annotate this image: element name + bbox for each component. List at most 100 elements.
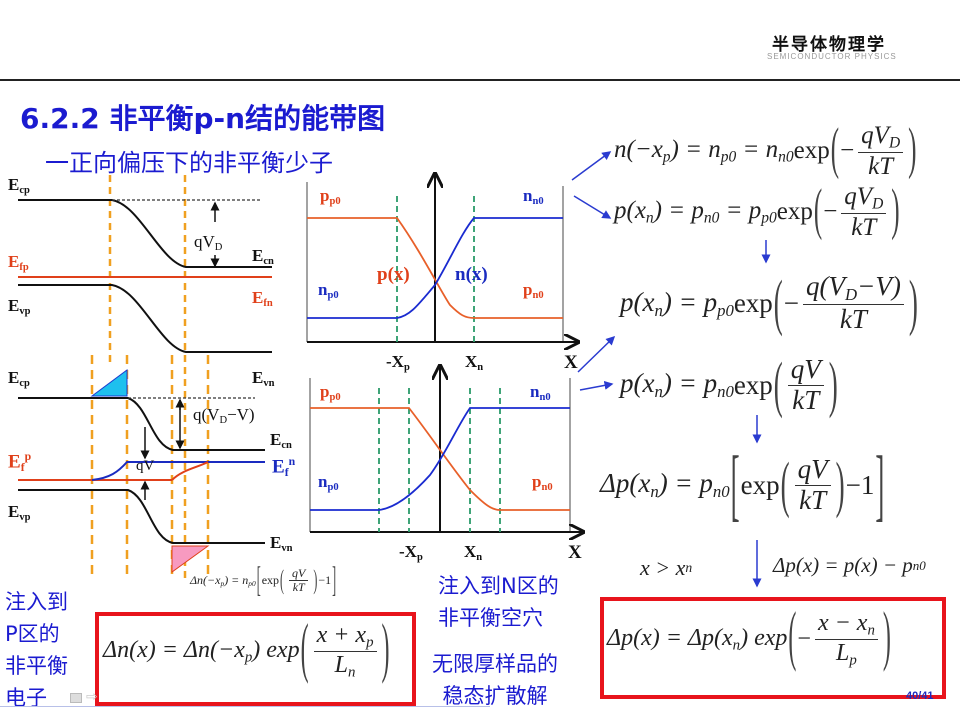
label-pn0: pn0 bbox=[523, 280, 544, 302]
connector-arrows bbox=[571, 151, 771, 588]
eq-lhs: Δn(−xp) = np0 bbox=[190, 573, 256, 589]
electron-concentration-curve bbox=[310, 407, 570, 511]
label-nx: n(x) bbox=[455, 264, 488, 285]
slide-subtitle: 一正向偏压下的非平衡少子 bbox=[45, 149, 333, 177]
arrow-icon bbox=[577, 335, 616, 373]
label-efn-forward: Efn bbox=[272, 455, 296, 479]
valence-band bbox=[18, 284, 272, 353]
electron-concentration-curve bbox=[307, 217, 563, 319]
label-evp: Evp bbox=[8, 296, 31, 318]
forward-bias-band-diagram bbox=[18, 355, 265, 580]
hole-quasi-fermi-curve bbox=[171, 461, 209, 481]
label-ecp-forward: Ecp bbox=[8, 368, 30, 390]
note-line: 电子 bbox=[5, 686, 47, 710]
eq-denominator: kT bbox=[851, 213, 877, 241]
note-line: 非平衡 bbox=[5, 654, 68, 678]
eq-sign: − bbox=[797, 625, 811, 652]
equation-hole-forward-bias: p(xn) = pp0 exp(−q(VD−V)kT) bbox=[620, 267, 918, 337]
note-solution: 无限厚样品的 稳态扩散解 bbox=[432, 648, 558, 712]
label-evp-forward: Evp bbox=[8, 502, 31, 524]
note-line: 稳态扩散解 bbox=[442, 684, 548, 708]
eq-lhs: Δn(x) = Δn(−xp) exp bbox=[103, 636, 300, 666]
page-number: 40/41 bbox=[906, 690, 934, 702]
eq-denominator: kT bbox=[792, 384, 820, 415]
label-efn: Efn bbox=[252, 288, 273, 310]
label-nn0: nn0 bbox=[530, 382, 551, 404]
note-electron: 注入到 P区的 非平衡 电子 bbox=[5, 586, 68, 714]
course-subtitle: SEMICONDUCTOR PHYSICS bbox=[767, 52, 897, 61]
tick-minus-xp: -Xp bbox=[386, 352, 410, 374]
label-evn-forward: Evn bbox=[270, 533, 293, 555]
eq-numerator: qV bbox=[289, 566, 309, 582]
slide-menu-icon[interactable] bbox=[70, 693, 82, 703]
hole-solution-box bbox=[600, 597, 946, 699]
tick-minus-xp: -Xp bbox=[399, 542, 423, 564]
tick-xn: Xn bbox=[465, 352, 484, 374]
eq-exp: exp bbox=[740, 469, 780, 500]
label-ecn-forward: Ecn bbox=[270, 430, 292, 452]
eq-exp: exp bbox=[261, 573, 280, 588]
label-pn0: pn0 bbox=[532, 472, 553, 494]
arrow-icon bbox=[573, 195, 612, 219]
arrow-icon bbox=[571, 151, 612, 181]
slide-title: 6.2.2 非平衡p-n结的能带图 bbox=[20, 102, 386, 135]
next-slide-arrow-icon[interactable]: ⇨ bbox=[86, 689, 98, 705]
eq-tail: −1 bbox=[318, 573, 332, 588]
eq-denominator: kT bbox=[868, 152, 894, 180]
conduction-band bbox=[18, 397, 265, 451]
injected-electron-triangle bbox=[90, 369, 128, 397]
electron-solution-box bbox=[95, 612, 416, 706]
equilibrium-carrier-plot bbox=[306, 174, 578, 342]
eq-tail: −1 bbox=[845, 469, 875, 500]
tick-xn: Xn bbox=[464, 542, 483, 564]
note-hole: 注入到N区的 非平衡空穴 bbox=[438, 570, 559, 634]
label-pp0: pp0 bbox=[320, 186, 341, 208]
label-efp: Efp bbox=[8, 252, 29, 274]
eq-numerator: qVD bbox=[858, 122, 904, 153]
label-np0: np0 bbox=[318, 280, 339, 302]
eq-lhs: p(xn) = pn0 = pp0 bbox=[614, 196, 777, 227]
label-px: p(x) bbox=[377, 264, 410, 285]
eq-lhs: n(−xp) = np0 = nn0 bbox=[614, 135, 794, 166]
label-efp-forward: Efp bbox=[8, 450, 32, 474]
label-ecp: Ecp bbox=[8, 175, 30, 197]
course-title: 半导体物理学 bbox=[772, 35, 886, 55]
valence-band bbox=[18, 489, 265, 544]
forward-bias-carrier-plot bbox=[309, 366, 583, 532]
note-line: 无限厚样品的 bbox=[432, 652, 558, 676]
eq-denominator: kT bbox=[839, 304, 867, 335]
eq-lhs: p(xn) = pp0 bbox=[620, 286, 734, 320]
label-nn0: nn0 bbox=[523, 186, 544, 208]
eq-denominator: kT bbox=[292, 580, 305, 595]
axis-label-x: X bbox=[564, 352, 578, 373]
footer-line bbox=[0, 706, 490, 707]
equilibrium-band-diagram bbox=[18, 175, 272, 578]
label-np0: np0 bbox=[318, 472, 339, 494]
eq-numerator: qV bbox=[794, 454, 831, 486]
eq-lhs: p(xn) = pn0 bbox=[620, 368, 734, 402]
note-line: 非平衡空穴 bbox=[438, 606, 543, 630]
label-ecn: Ecn bbox=[252, 246, 274, 268]
note-line: 注入到 bbox=[5, 590, 68, 614]
eq-numerator: x + xp bbox=[313, 622, 377, 652]
eq-lhs: Δp(x) = Δp(xn) exp bbox=[607, 624, 788, 654]
label-qv: qV bbox=[136, 458, 155, 474]
eq-sign: − bbox=[823, 198, 838, 226]
eq-denominator: Ln bbox=[334, 651, 356, 681]
eq-exp: exp bbox=[793, 137, 830, 165]
note-line: 注入到N区的 bbox=[438, 574, 559, 598]
eq-numerator: qV bbox=[787, 354, 824, 386]
axis-label-x: X bbox=[568, 542, 582, 563]
eq-denominator: Lp bbox=[836, 639, 857, 669]
label-barrier: q(VD−V) bbox=[193, 405, 255, 427]
eq-sign: − bbox=[783, 288, 800, 319]
note-line: P区的 bbox=[5, 622, 60, 646]
